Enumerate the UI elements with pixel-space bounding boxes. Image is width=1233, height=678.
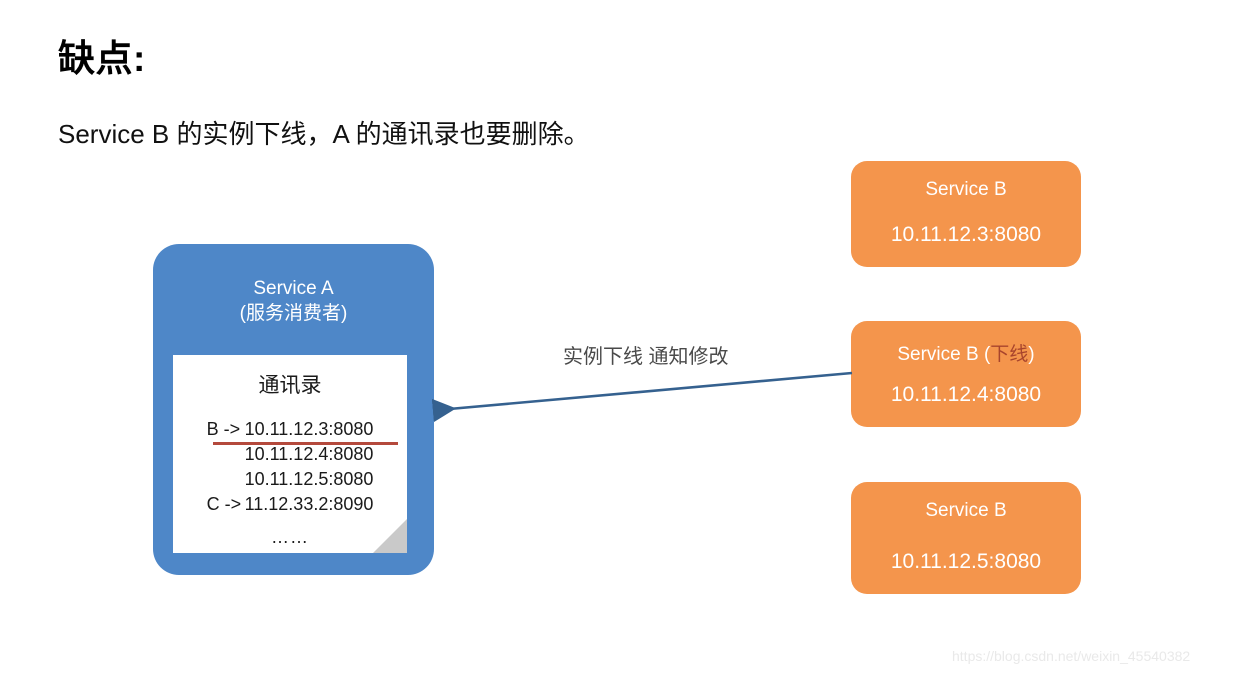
strikethrough-line xyxy=(213,442,398,445)
service-b-box-1: Service B 10.11.12.3:8080 xyxy=(851,161,1081,267)
entry-value: 10.11.12.5:8080 xyxy=(244,469,374,489)
service-b-box-offline: Service B (下线) 10.11.12.4:8080 xyxy=(851,321,1081,427)
entry-value: 10.11.12.3:8080 xyxy=(244,419,374,439)
offline-badge: 下线 xyxy=(990,344,1029,365)
list-ellipsis: …… xyxy=(271,527,309,547)
address-book-note: 通讯录 B -> 10.11.12.3:8080 10.11.12.4:8080… xyxy=(173,355,407,553)
list-item: B -> 10.11.12.3:8080 xyxy=(173,417,407,442)
service-b-title-offline: Service B (下线) xyxy=(851,339,1081,366)
page-title: 缺点: xyxy=(58,38,146,79)
entry-key xyxy=(207,467,245,492)
list-item: 10.11.12.4:8080 xyxy=(173,442,407,467)
service-b-name: Service B ( xyxy=(897,344,991,365)
service-b-name: Service B xyxy=(925,500,1007,521)
service-a-title: Service A (服务消费者) xyxy=(239,278,348,324)
entry-value: 11.12.33.2:8090 xyxy=(244,494,374,514)
notify-arrow xyxy=(431,371,853,423)
service-b-name: Service B xyxy=(925,179,1007,200)
service-a-box: Service A (服务消费者) 通讯录 B -> 10.11.12.3:80… xyxy=(153,244,434,575)
page-fold-corner-icon xyxy=(373,519,407,553)
service-b-address: 10.11.12.4:8080 xyxy=(890,383,1042,406)
service-b-name-tail: ) xyxy=(1028,344,1035,365)
entry-value-struck: 10.11.12.4:8080 xyxy=(244,444,374,464)
list-item: C -> 11.12.33.2:8090 xyxy=(173,492,407,517)
entry-key: B -> xyxy=(206,419,241,439)
page-subtitle: Service B 的实例下线，A 的通讯录也要删除。 xyxy=(58,119,590,149)
entry-key: C -> xyxy=(206,494,242,514)
service-b-address: 10.11.12.5:8080 xyxy=(890,550,1042,573)
service-b-address: 10.11.12.3:8080 xyxy=(890,223,1042,246)
service-b-box-3: Service B 10.11.12.5:8080 xyxy=(851,482,1081,594)
arrow-label: 实例下线 通知修改 xyxy=(563,346,729,368)
entry-key xyxy=(207,442,245,467)
service-b-title: Service B xyxy=(851,500,1081,522)
address-book-list: B -> 10.11.12.3:8080 10.11.12.4:8080 10.… xyxy=(173,417,407,550)
watermark: https://blog.csdn.net/weixin_45540382 xyxy=(952,648,1191,664)
address-book-heading: 通讯录 xyxy=(258,374,322,397)
list-item: 10.11.12.5:8080 xyxy=(173,467,407,492)
service-b-title: Service B xyxy=(851,179,1081,201)
